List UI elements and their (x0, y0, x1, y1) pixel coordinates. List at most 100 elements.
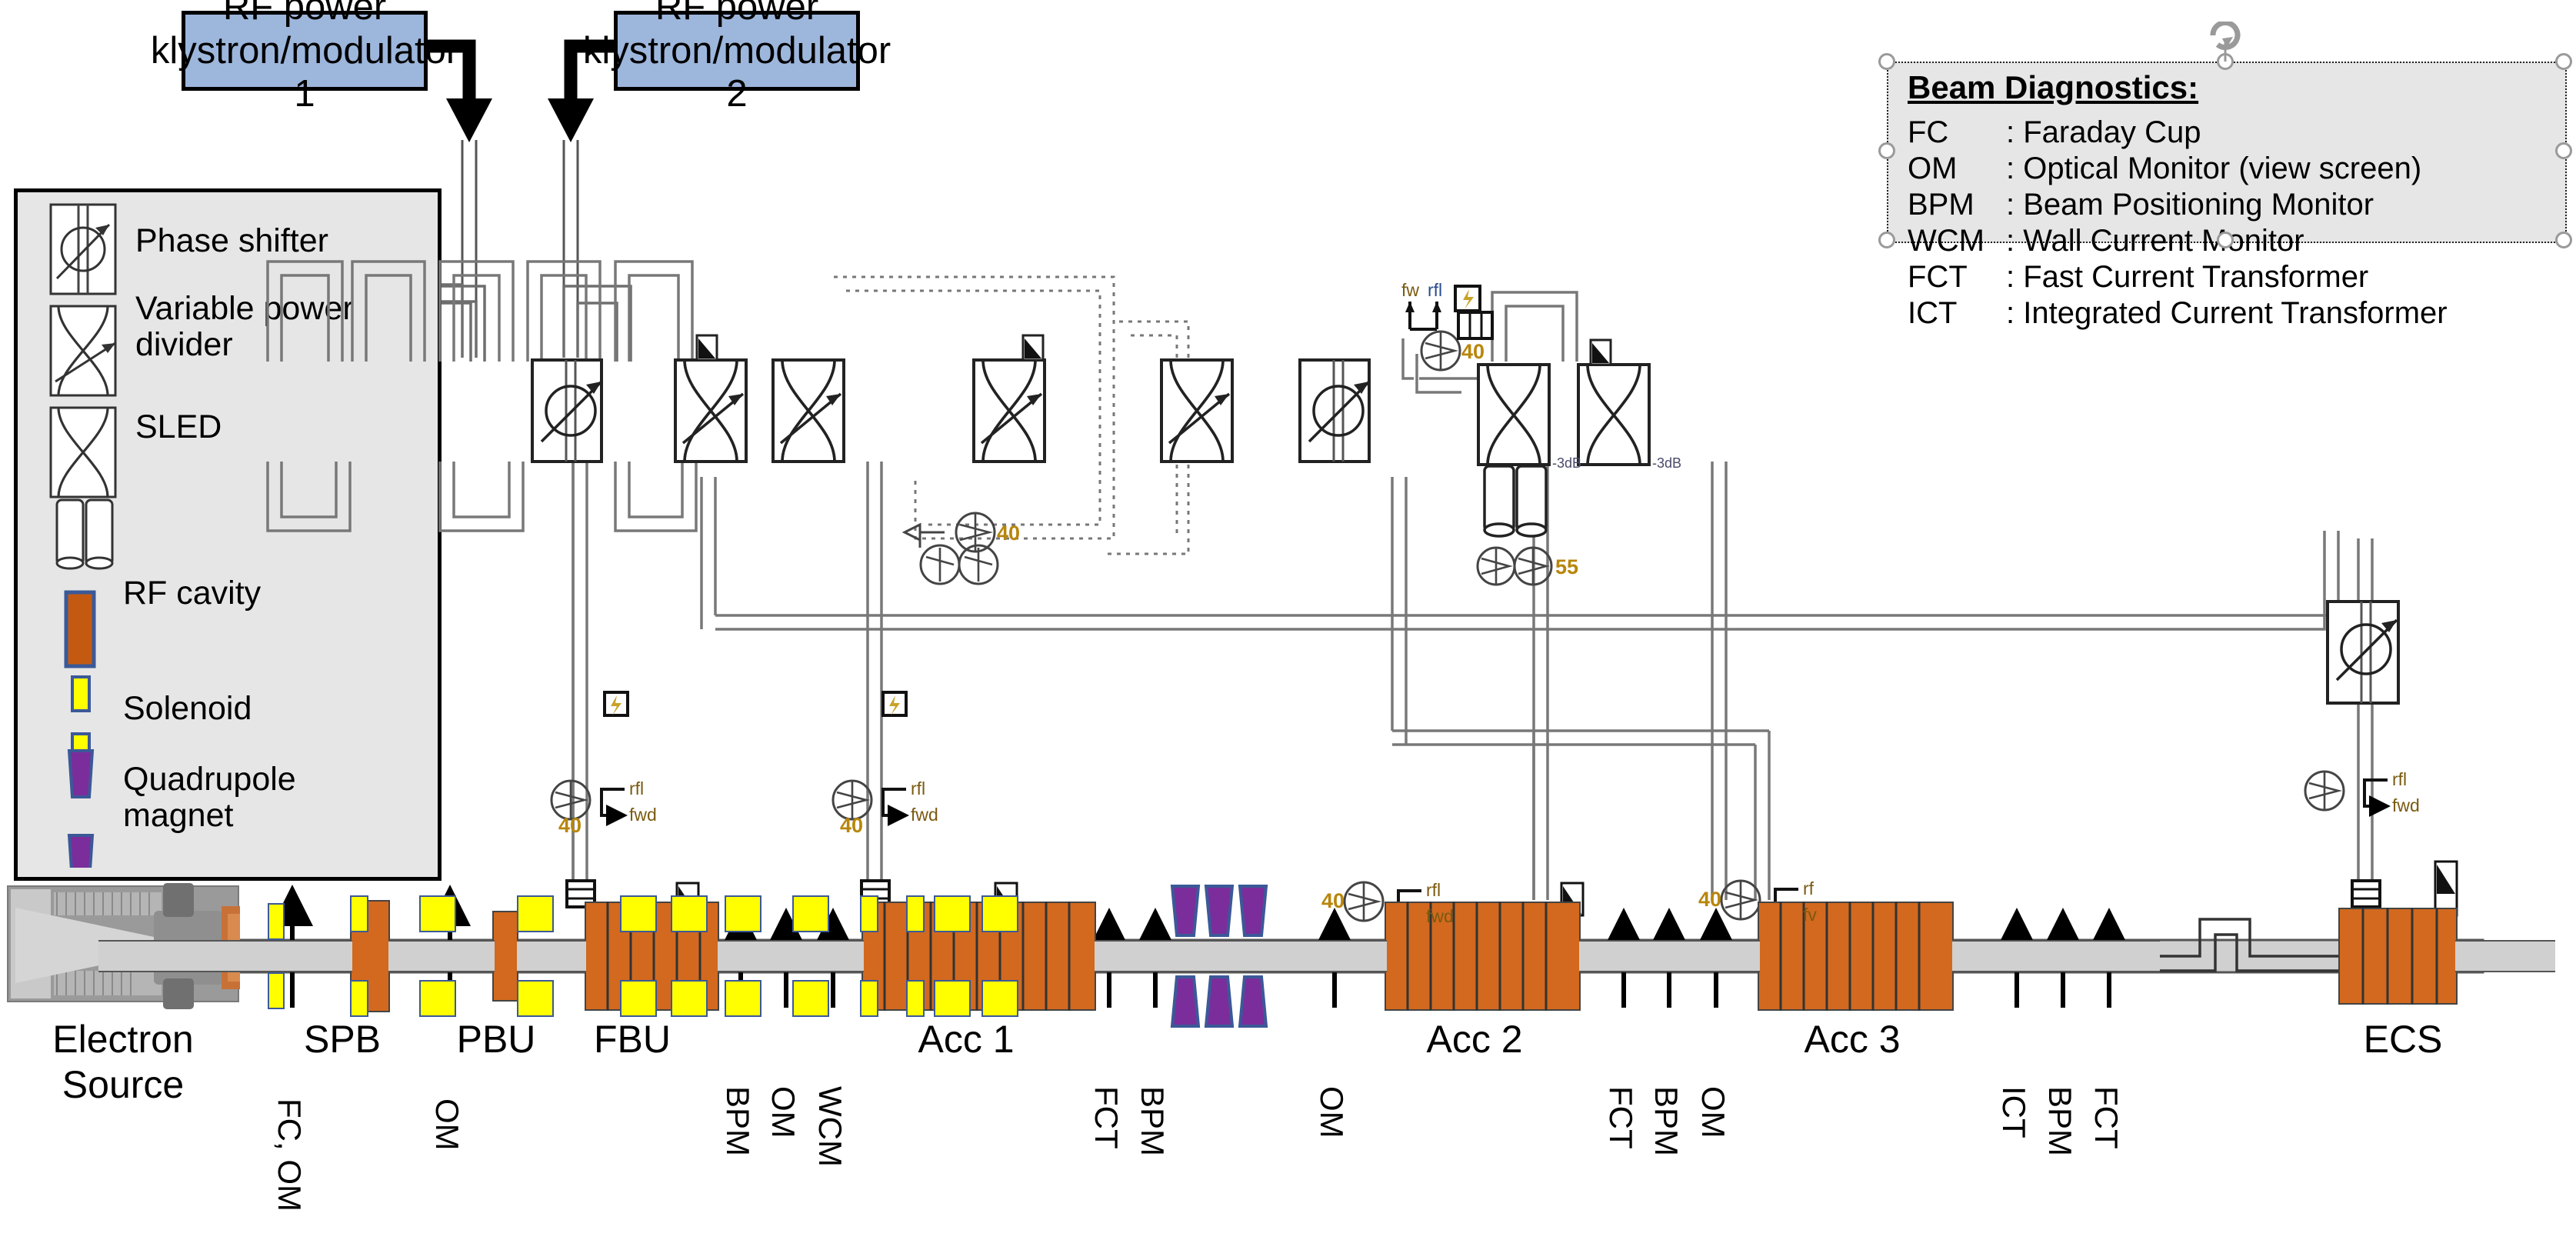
ion-pump-marker-1 (603, 691, 629, 717)
diag-label-om-3: OM (1314, 1086, 1350, 1138)
selection-handle-ne[interactable] (2555, 53, 2572, 70)
section-label-pbu: PBU (456, 1018, 536, 1061)
section-label-acc1: Acc 1 (918, 1018, 1015, 1061)
klystron-2-feed (548, 39, 618, 142)
sled-port-taps (1405, 285, 1481, 331)
solenoid-9b (860, 980, 878, 1017)
bd-sep-wcm: : (2006, 224, 2015, 258)
sled-icon (49, 406, 117, 570)
coupler-ecs-icon (2304, 770, 2345, 812)
beam-diagnostics-row-fct: FCT: Fast Current Transformer (1908, 260, 2368, 295)
legend-label-sled: SLED (135, 408, 222, 445)
beam-diagnostics-row-om: OM: Optical Monitor (view screen) (1908, 152, 2421, 186)
coupler-network-2-icon (1420, 330, 1461, 372)
bd-text-fc: Faraday Cup (2023, 115, 2201, 149)
beam-diagnostics-row-bpm: BPM: Beam Positioning Monitor (1908, 188, 2374, 222)
selection-handle-nw[interactable] (1878, 53, 1895, 70)
solenoid-6b (671, 980, 708, 1017)
selection-handle-se[interactable] (2555, 232, 2572, 248)
ecs-chicane (2154, 918, 2492, 972)
beam-diagnostics-title: Beam Diagnostics: (1908, 69, 2199, 105)
beam-pipe-segment-f (1579, 940, 1760, 972)
section-label-electron-source: Electron Source (8, 1017, 238, 1108)
beam-pipe-segment-c (517, 940, 586, 972)
sled-hybrid-2 (1577, 338, 1651, 466)
phase-shifter-icon (49, 203, 117, 295)
sled-hybrid-1 (1476, 363, 1553, 586)
beam-pipe-segment-h (2455, 940, 2555, 972)
selection-handle-w[interactable] (1878, 142, 1895, 159)
beam-pipe-segment-d (718, 940, 864, 972)
rotate-handle-icon[interactable] (2196, 22, 2258, 69)
coupler-acc3-port-fv: fv (1803, 905, 1817, 925)
bd-abbr-bpm: BPM (1908, 188, 1974, 222)
waveguide-flange-ecs (2351, 879, 2381, 908)
coupler-network-2-value: 40 (1461, 340, 1485, 363)
bd-abbr-fct: FCT (1908, 260, 1968, 294)
hybrid-tap-2-label: -3dB (1652, 455, 1682, 471)
quadrupole-swatch (67, 749, 95, 868)
tap-bracket-fbu (600, 788, 625, 815)
solenoid-1b (268, 972, 285, 1009)
coupler-acc1-port-rfl: rfl (911, 778, 926, 798)
tap-bracket-ecs (2363, 778, 2388, 806)
coupler-acc2-port-rfl: rfl (1426, 880, 1441, 900)
rf-cavity-swatch (64, 590, 96, 668)
bd-text-bpm: Beam Positioning Monitor (2023, 188, 2374, 222)
diag-label-ict: ICT (1996, 1086, 2032, 1138)
solenoid-2b (350, 980, 368, 1017)
beam-diagnostics-row-ict: ICT: Integrated Current Transformer (1908, 296, 2448, 331)
bd-abbr-wcm: WCM (1908, 224, 1984, 258)
coupler-acc2-value: 40 (1321, 889, 1345, 912)
solenoid-11 (934, 895, 971, 932)
sled-port-fw: fw (1401, 280, 1419, 300)
rf-power-box-2[interactable]: RF power klystron/modulator 2 (583, 0, 891, 115)
beam-pipe-segment-b (388, 940, 495, 972)
legend-icons (49, 203, 117, 868)
selection-handle-s[interactable] (2217, 232, 2234, 248)
rf-power-box-1[interactable]: RF power klystron/modulator 1 (151, 0, 458, 115)
coupler-acc1-port-fwd: fwd (911, 805, 938, 825)
section-label-fbu: FBU (594, 1018, 671, 1061)
coupler-sled-value: 55 (1555, 555, 1579, 578)
section-label-ecs: ECS (2363, 1018, 2443, 1061)
bd-sep-om: : (2006, 152, 2015, 185)
beam-pipe-segment-g (1952, 940, 2160, 972)
bd-sep-fct: : (2006, 260, 2015, 294)
diag-label-om-4: OM (1695, 1086, 1731, 1138)
coupler-fbu-icon (550, 779, 592, 821)
solenoid-3 (419, 895, 456, 932)
diag-label-om-1: OM (429, 1098, 465, 1151)
bd-sep-fc: : (2006, 115, 2015, 149)
solenoid-12b (981, 980, 1018, 1017)
hybrid-tap-1-label: -3dB (1552, 455, 1582, 471)
diag-label-fct-3: FCT (2088, 1086, 2124, 1149)
legend-label-solenoid: Solenoid (123, 690, 252, 727)
selection-handle-sw[interactable] (1878, 232, 1895, 248)
beam-pipe-segment-a (98, 940, 352, 972)
solenoid-1 (268, 903, 285, 940)
phase-shifter-ecs (2326, 600, 2400, 705)
selection-handle-e[interactable] (2555, 142, 2572, 159)
legend-label-rf-cavity: RF cavity (123, 575, 262, 612)
coupler-acc1-icon (831, 779, 873, 821)
bd-sep-bpm: : (2006, 188, 2015, 222)
solenoid-4 (517, 895, 554, 932)
bd-text-ict: Integrated Current Transformer (2023, 296, 2448, 330)
rf-power-box-1-line1: RF power (222, 0, 387, 28)
solenoid-2 (350, 895, 368, 932)
section-label-electron-source-line1: Electron (52, 1018, 194, 1061)
klystron-1-feed (420, 39, 492, 142)
diag-label-wcm: WCM (812, 1086, 848, 1167)
bd-text-fct: Fast Current Transformer (2023, 260, 2369, 294)
solenoid-12 (981, 895, 1018, 932)
coupler-ecs-port-rfl: rfl (2392, 769, 2408, 789)
diag-label-bpm-3: BPM (1648, 1086, 1685, 1157)
solenoid-5b (620, 980, 657, 1017)
solenoid-10b (906, 980, 925, 1017)
ion-pump-marker-2 (881, 691, 908, 717)
coupler-network-1-icon (901, 512, 999, 585)
